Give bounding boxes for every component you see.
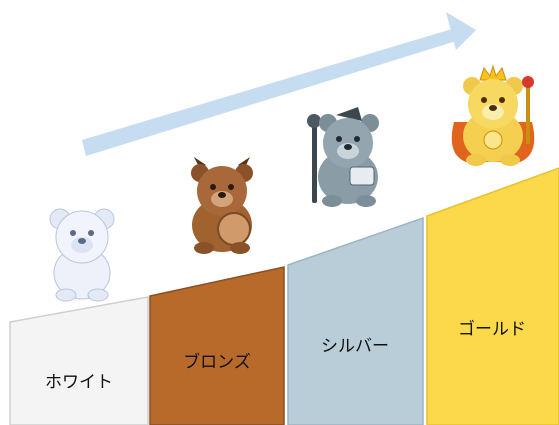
tier-block-gold bbox=[426, 167, 559, 425]
bronze-bear-mascot-icon bbox=[191, 157, 253, 254]
gold-bear-mascot-icon bbox=[451, 64, 535, 166]
tier-label-bronze: ブロンズ bbox=[183, 352, 251, 373]
tier-label-gold: ゴールド bbox=[458, 319, 526, 340]
white-bear-mascot-icon bbox=[49, 208, 115, 302]
tier-block-bronze bbox=[149, 266, 285, 425]
upward-arrow-icon bbox=[82, 12, 476, 156]
tier-block-silver bbox=[287, 216, 424, 425]
tier-label-silver: シルバー bbox=[321, 336, 389, 357]
tier-block-white bbox=[9, 296, 149, 425]
silver-bear-mascot-icon bbox=[307, 107, 379, 207]
tier-label-white: ホワイト bbox=[45, 372, 113, 393]
